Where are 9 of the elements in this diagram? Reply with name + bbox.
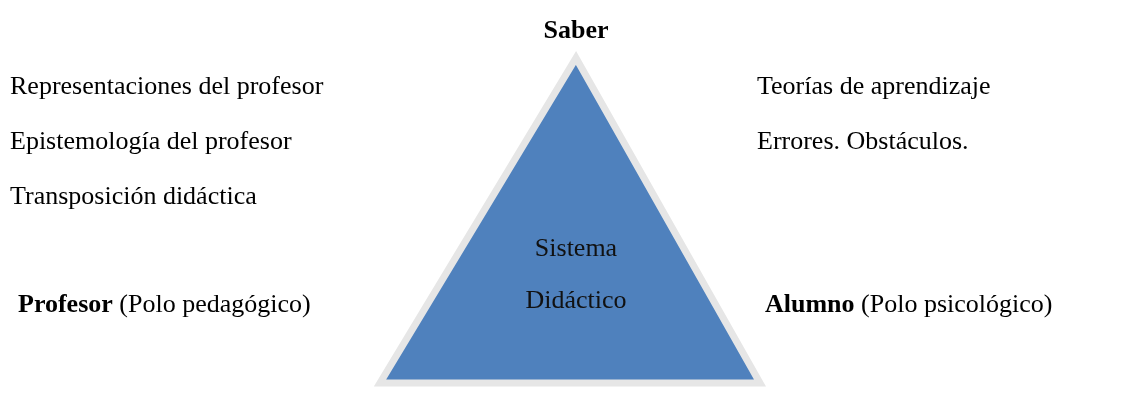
- vertex-label: Alumno (Polo psicológico): [765, 289, 1053, 319]
- note-text: Teorías de aprendizaje: [757, 71, 991, 101]
- note-text: Representaciones del profesor: [10, 71, 324, 101]
- vertex-label: Saber: [543, 15, 609, 45]
- note-text: Epistemología del profesor: [10, 126, 292, 156]
- note-text: Transposición didáctica: [10, 181, 257, 211]
- triangle-label: Sistema Didáctico: [524, 232, 628, 316]
- note-text: Errores. Obstáculos.: [757, 126, 969, 156]
- vertex-label: Profesor (Polo pedagógico): [18, 289, 311, 319]
